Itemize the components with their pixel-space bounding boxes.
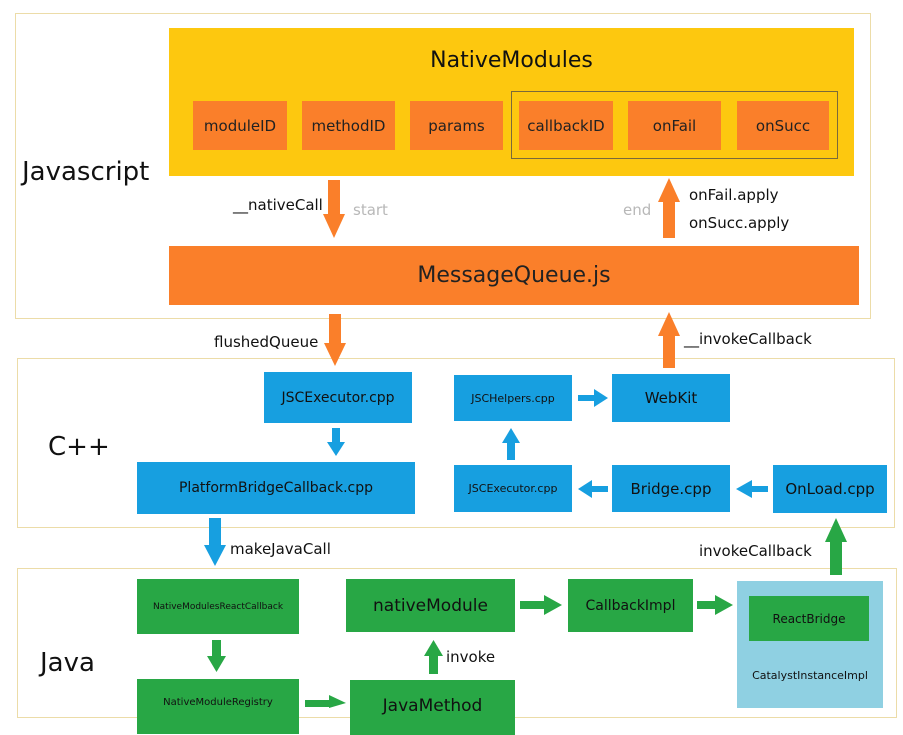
section-label-java: Java [40,648,95,678]
invoke-callback-java-label: invokeCallback [699,542,812,560]
arrow-bridge-to-executor [578,480,608,498]
webkit-box: WebKit [612,374,730,422]
arrow-invoke-callback [658,312,680,368]
arrow-onload-to-bridge [736,480,768,498]
invoke-callback-label: __invokeCallback [684,330,812,348]
arrow-module-to-callback [520,595,562,615]
on-fail-apply-label: onFail.apply [689,186,779,204]
arrow-native-call [323,180,345,238]
start-label: start [353,201,388,219]
field-params: params [410,101,503,150]
native-modules-react-callback-box: NativeModulesReactCallback [137,579,299,634]
arrow-invoke [424,640,443,674]
jsc-executor-right-box: JSCExecutor.cpp [454,465,572,512]
native-call-label: __nativeCall [233,196,323,214]
arrows-layer [204,178,847,708]
section-label-javascript: Javascript [22,157,150,187]
arrow-jsc-to-platform [327,428,345,456]
platform-bridge-callback-box: PlatformBridgeCallback.cpp [137,462,415,514]
field-method-id: methodID [302,101,395,150]
field-callback-id: callbackID [519,101,613,150]
end-label: end [623,201,652,219]
native-modules-title: NativeModules [430,48,593,73]
onload-box: OnLoad.cpp [773,465,887,513]
field-on-succ: onSucc [737,101,829,150]
flushed-queue-label: flushedQueue [214,333,319,351]
jsc-helpers-box: JSCHelpers.cpp [454,375,572,421]
jsc-executor-left-box: JSCExecutor.cpp [264,372,412,423]
native-module-box: nativeModule [346,579,515,632]
arrow-registry-to-method [305,695,346,708]
arrow-make-java-call [204,518,226,566]
arrow-helpers-to-webkit [578,389,608,407]
callback-impl-box: CallbackImpl [568,579,693,632]
message-queue-box: MessageQueue.js [169,246,859,305]
bridge-box: Bridge.cpp [612,465,730,512]
field-on-fail: onFail [628,101,721,150]
callback-group-frame [511,91,838,159]
section-label-cpp: C++ [48,432,110,462]
arrow-callback-to-bridge [697,595,733,615]
arrow-executor-to-helpers [502,428,520,460]
make-java-call-label: makeJavaCall [230,540,331,558]
on-succ-apply-label: onSucc.apply [689,214,790,232]
field-module-id: moduleID [193,101,287,150]
arrow-callback-to-registry [207,640,226,672]
react-bridge-box: ReactBridge [749,596,869,641]
arrow-invoke-callback-java [825,518,847,575]
arrow-flushed-queue [324,314,346,366]
catalyst-instance-impl-label: CatalystInstanceImpl [752,669,868,682]
arrow-callback-apply [658,178,680,238]
invoke-label: invoke [446,648,496,666]
